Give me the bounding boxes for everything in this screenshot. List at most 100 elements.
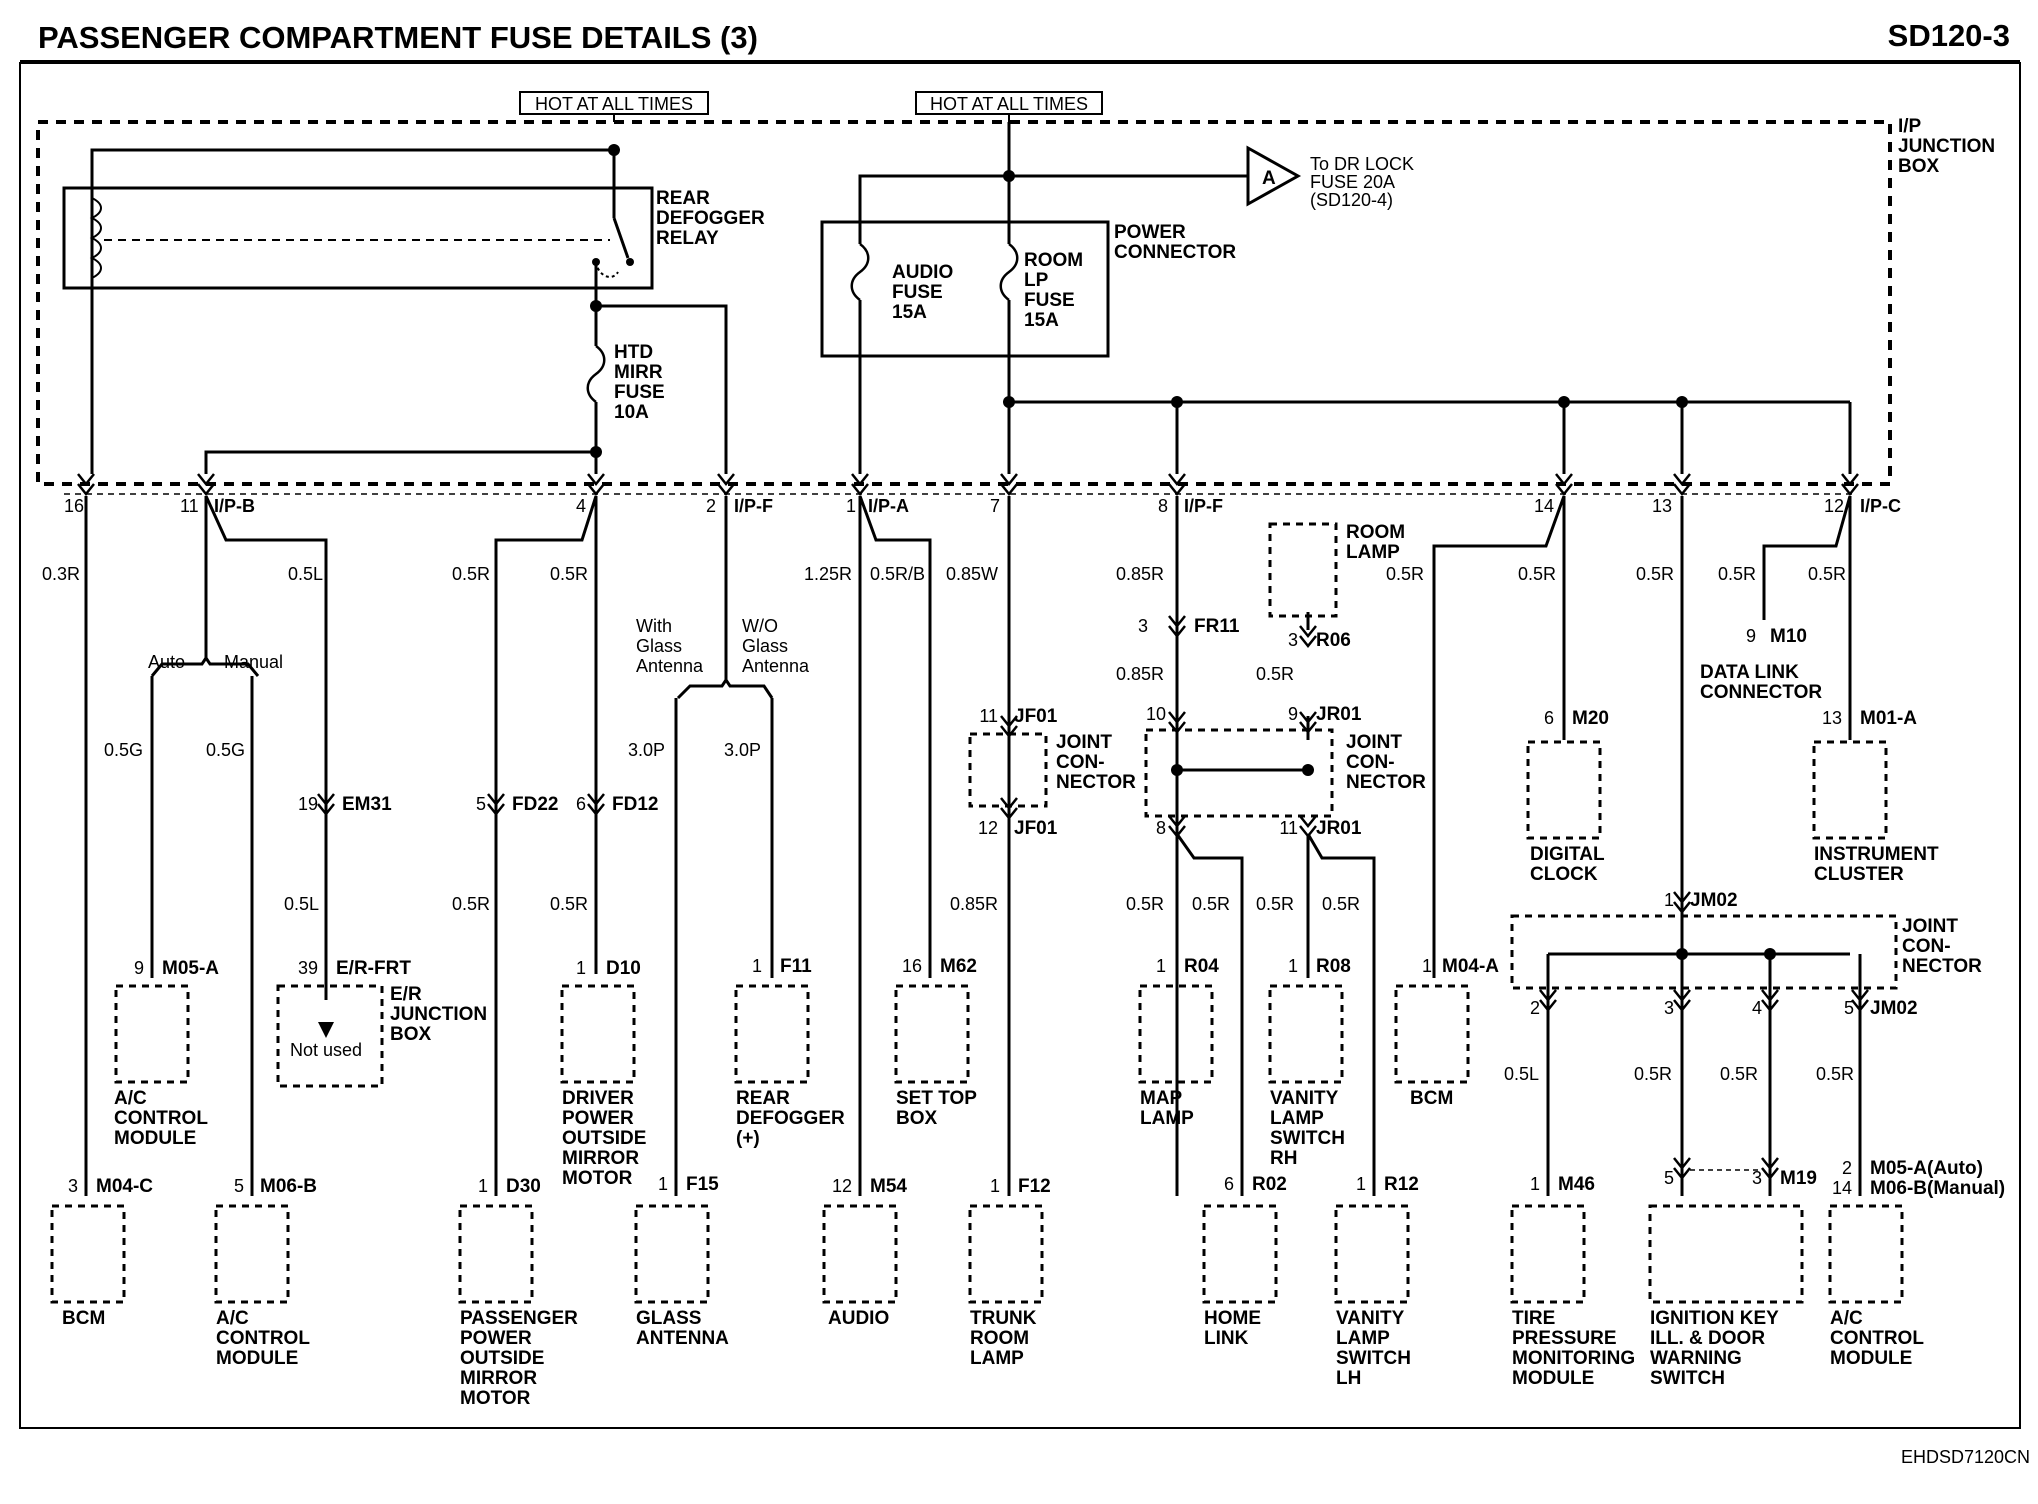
- svg-text:15A: 15A: [892, 302, 927, 323]
- svg-text:0.5R: 0.5R: [1634, 1064, 1672, 1084]
- page-title: PASSENGER COMPARTMENT FUSE DETAILS (3): [38, 20, 758, 55]
- svg-text:Antenna: Antenna: [636, 656, 704, 676]
- svg-text:16: 16: [64, 496, 84, 516]
- svg-text:4: 4: [576, 496, 586, 516]
- svg-text:R12: R12: [1384, 1174, 1419, 1195]
- svg-text:LAMP: LAMP: [1270, 1108, 1324, 1129]
- svg-text:3: 3: [68, 1176, 78, 1196]
- svg-text:3: 3: [1138, 616, 1148, 636]
- svg-text:R08: R08: [1316, 956, 1351, 977]
- svg-text:14: 14: [1534, 496, 1554, 516]
- svg-text:9: 9: [1288, 704, 1298, 724]
- svg-text:SWITCH: SWITCH: [1270, 1128, 1345, 1149]
- svg-text:JR01: JR01: [1316, 818, 1362, 839]
- svg-text:14: 14: [1832, 1178, 1852, 1198]
- svg-text:BCM: BCM: [1410, 1088, 1453, 1109]
- svg-text:D30: D30: [506, 1176, 541, 1197]
- svg-text:5: 5: [476, 794, 486, 814]
- svg-text:Glass: Glass: [636, 636, 682, 656]
- svg-text:HOME: HOME: [1204, 1308, 1261, 1329]
- svg-text:MOTOR: MOTOR: [460, 1388, 531, 1409]
- component-box: [1268, 984, 1344, 1084]
- joint-connector-jf01: JOINT CON- NECTOR: [968, 732, 1136, 808]
- component-box: [1510, 1204, 1586, 1304]
- svg-text:CLUSTER: CLUSTER: [1814, 864, 1904, 885]
- svg-text:NECTOR: NECTOR: [1902, 956, 1982, 977]
- svg-text:CONTROL: CONTROL: [216, 1328, 310, 1349]
- terminal-labels: 16 11 I/P-B 4 2 I/P-F 1 I/P-A 7 8 I/P-F …: [64, 496, 1901, 516]
- svg-text:SWITCH: SWITCH: [1650, 1368, 1725, 1389]
- svg-text:BOX: BOX: [390, 1024, 432, 1045]
- svg-text:11: 11: [979, 706, 998, 726]
- svg-text:1: 1: [990, 1176, 1000, 1196]
- svg-text:M05-A: M05-A: [162, 958, 219, 979]
- svg-text:I/P-B: I/P-B: [214, 496, 255, 516]
- svg-text:ROOM: ROOM: [1346, 522, 1405, 543]
- svg-text:1.25R: 1.25R: [804, 564, 852, 584]
- svg-text:0.5R: 0.5R: [1808, 564, 1846, 584]
- svg-text:A/C: A/C: [114, 1088, 147, 1109]
- svg-text:CON-: CON-: [1056, 752, 1105, 773]
- svg-text:I/P-A: I/P-A: [868, 496, 909, 516]
- svg-text:M54: M54: [870, 1176, 907, 1197]
- svg-text:MOTOR: MOTOR: [562, 1168, 633, 1189]
- svg-text:(SD120-4): (SD120-4): [1310, 190, 1393, 210]
- svg-text:R06: R06: [1316, 630, 1351, 651]
- svg-text:(+): (+): [736, 1128, 760, 1149]
- svg-text:4: 4: [1752, 998, 1762, 1018]
- svg-text:REAR: REAR: [656, 188, 710, 209]
- dr-lock-arrow: [1246, 145, 1302, 207]
- ip-junction-box: [36, 120, 1892, 486]
- svg-text:MODULE: MODULE: [1512, 1368, 1594, 1389]
- svg-text:LINK: LINK: [1204, 1328, 1249, 1349]
- svg-text:2: 2: [1530, 998, 1540, 1018]
- svg-text:TRUNK: TRUNK: [970, 1308, 1037, 1329]
- svg-text:OUTSIDE: OUTSIDE: [460, 1348, 544, 1369]
- svg-text:RELAY: RELAY: [656, 228, 719, 249]
- svg-text:Glass: Glass: [742, 636, 788, 656]
- svg-text:0.3R: 0.3R: [42, 564, 80, 584]
- svg-text:0.5R: 0.5R: [452, 564, 490, 584]
- svg-text:LAMP: LAMP: [1140, 1108, 1194, 1129]
- svg-text:13: 13: [1822, 708, 1842, 728]
- joint-connector-jm02: JOINT CON- NECTOR: [1510, 914, 1982, 990]
- terminal-mark: [587, 473, 605, 497]
- svg-text:39: 39: [298, 958, 318, 978]
- svg-text:0.5R: 0.5R: [550, 894, 588, 914]
- svg-text:1: 1: [1356, 1174, 1366, 1194]
- svg-text:CONNECTOR: CONNECTOR: [1114, 242, 1236, 263]
- svg-text:MIRR: MIRR: [614, 362, 663, 383]
- component-box: [458, 1204, 534, 1304]
- svg-text:3: 3: [1752, 1168, 1762, 1188]
- svg-text:A/C: A/C: [1830, 1308, 1863, 1329]
- terminal-mark: [1168, 473, 1186, 497]
- svg-text:E/R-FRT: E/R-FRT: [336, 958, 411, 979]
- svg-text:NECTOR: NECTOR: [1056, 772, 1136, 793]
- svg-text:6: 6: [576, 794, 586, 814]
- svg-text:FD12: FD12: [612, 794, 658, 815]
- svg-text:0.5G: 0.5G: [104, 740, 143, 760]
- er-junction-box: Not used E/R JUNCTION BOX: [276, 984, 487, 1088]
- svg-text:1: 1: [1288, 956, 1298, 976]
- svg-text:JM02: JM02: [1870, 998, 1918, 1019]
- component-boxes: [50, 740, 1904, 1304]
- component-box: [822, 1204, 898, 1304]
- svg-text:POWER: POWER: [460, 1328, 532, 1349]
- svg-text:6: 6: [1544, 708, 1554, 728]
- svg-text:DEFOGGER: DEFOGGER: [656, 208, 765, 229]
- power-source-left: HOT AT ALL TIMES: [519, 91, 709, 122]
- svg-text:R04: R04: [1184, 956, 1219, 977]
- svg-text:F11: F11: [780, 956, 812, 977]
- svg-text:1: 1: [752, 956, 762, 976]
- svg-text:M46: M46: [1558, 1174, 1595, 1195]
- svg-text:3.0P: 3.0P: [628, 740, 665, 760]
- component-box: [560, 984, 636, 1084]
- svg-text:MODULE: MODULE: [216, 1348, 298, 1369]
- svg-text:ANTENNA: ANTENNA: [636, 1328, 729, 1349]
- svg-text:M04-C: M04-C: [96, 1176, 153, 1197]
- svg-text:E/R: E/R: [390, 984, 422, 1005]
- svg-text:JF01: JF01: [1014, 706, 1058, 727]
- component-labels: A/C CONTROL MODULE DRIVER POWER OUTSIDE …: [62, 662, 1939, 1409]
- page-header: PASSENGER COMPARTMENT FUSE DETAILS (3) S…: [20, 18, 2020, 64]
